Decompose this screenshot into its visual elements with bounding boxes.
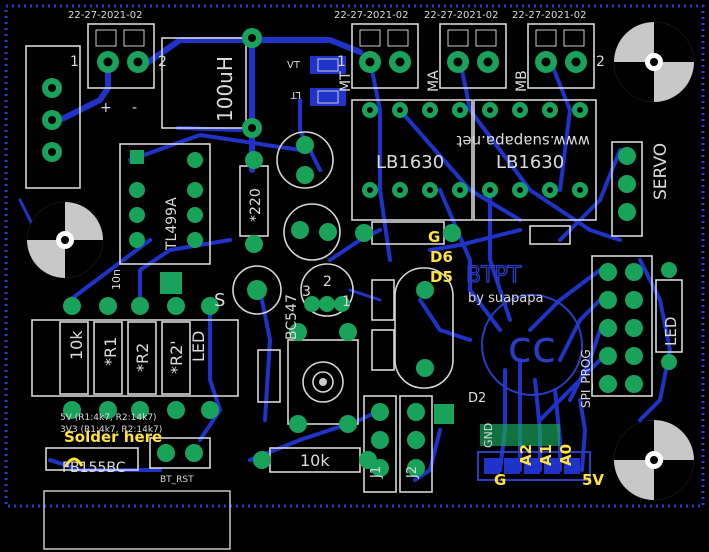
label-d2: D2 xyxy=(468,391,486,406)
board-outline xyxy=(4,4,705,508)
capacitor-electrolytic-1 xyxy=(276,131,334,189)
date-code-4: 22-27-2021-02 xyxy=(512,10,586,21)
header-servo xyxy=(611,141,643,237)
label-bt-rst: BT_RST xyxy=(160,475,194,485)
diode-vt xyxy=(310,56,346,74)
label-servo: SERVO xyxy=(651,143,671,200)
label-lt: LT xyxy=(290,89,301,100)
driver-lb1630-b xyxy=(473,99,597,221)
svg-text:cc: cc xyxy=(508,322,556,373)
solder-bridge xyxy=(45,447,139,471)
label-10k-bottom: 10k xyxy=(300,451,330,470)
label-j2: J2 xyxy=(405,466,420,479)
annot-a1: A1 xyxy=(537,444,555,466)
mounting-hole-top-right xyxy=(614,22,694,102)
bluetooth-module: cc xyxy=(481,294,583,396)
label-ferrite: FB155BC xyxy=(62,460,126,476)
diode-lt xyxy=(310,88,346,106)
resistor-10k-bottom xyxy=(253,447,377,473)
switch-s xyxy=(232,265,282,315)
terminal-power xyxy=(87,23,155,89)
header-j2 xyxy=(399,395,433,493)
label-res-r2b: *R2' xyxy=(167,340,186,374)
header-left-3pin xyxy=(25,45,81,189)
terminal-mb xyxy=(527,23,595,89)
header-j1 xyxy=(363,395,397,493)
annot-a0: A0 xyxy=(557,444,575,466)
board-author: by suapapa xyxy=(468,291,544,306)
label-cap-10n: 10n xyxy=(110,269,123,290)
label-tl499a: TL499A xyxy=(164,197,180,251)
pin-1-power: 1 xyxy=(70,54,79,70)
annot-d6: D6 xyxy=(430,248,453,266)
label-inductor: 100uH xyxy=(213,56,237,122)
mounting-hole-left xyxy=(27,202,103,278)
transistor-bc547 xyxy=(300,263,354,317)
label-j1: J1 xyxy=(369,466,384,479)
pin-plus: + xyxy=(100,100,112,116)
pin-2-power: 2 xyxy=(158,54,167,70)
annot-d5: D5 xyxy=(430,268,453,286)
label-vt: VT xyxy=(287,60,301,71)
resistor-220 xyxy=(239,151,269,253)
button-bt-rst xyxy=(149,437,211,469)
resistor-array-left xyxy=(31,297,239,419)
trimmer-pot xyxy=(287,323,359,433)
date-code-2: 22-27-2021-02 xyxy=(334,10,408,21)
terminal-mt xyxy=(351,23,419,89)
mounting-hole-bottom-right xyxy=(614,420,694,500)
pin-1-bc547: 1 xyxy=(342,294,351,310)
label-url: www.suapapa.net xyxy=(456,132,590,150)
pin-3-bc547: 3 xyxy=(302,284,311,300)
capacitor-smd-group xyxy=(160,225,571,446)
label-res-220: *220 xyxy=(248,188,264,222)
pin-minus: - xyxy=(132,100,137,116)
board-name: BTPT xyxy=(466,263,522,288)
ic-tl499a xyxy=(119,143,211,265)
label-bc547: BC547 xyxy=(284,294,300,340)
label-mt: MT xyxy=(338,71,354,92)
header-spi-prog xyxy=(591,255,653,397)
resistor-4k xyxy=(355,221,461,245)
label-res-10k-left: 10k xyxy=(67,330,86,360)
label-led-left: LED xyxy=(189,331,208,362)
terminal-ma xyxy=(439,23,507,89)
label-mb: MB xyxy=(514,70,530,92)
capacitor-electrolytic-2 xyxy=(283,203,341,261)
note-3v3: 3V3 (R1:4k7, R2:14k7) xyxy=(60,425,162,435)
note-5v: 5V (R1:4k7, R2:14k7) xyxy=(60,413,157,423)
board-edge-bottom xyxy=(43,490,231,550)
header-adc xyxy=(477,451,591,481)
crystal xyxy=(394,267,454,389)
inductor-100uh xyxy=(161,28,262,138)
annot-5v: 5V xyxy=(582,471,604,489)
driver-lb1630-a xyxy=(351,99,473,221)
label-lb1630-a: LB1630 xyxy=(376,152,444,173)
annot-a2: A2 xyxy=(517,444,535,466)
label-gnd: GND xyxy=(482,423,495,448)
label-s: S xyxy=(214,290,225,311)
date-code-3: 22-27-2021-02 xyxy=(424,10,498,21)
label-res-r2: *R2 xyxy=(133,343,152,372)
pin-2-bc547: 2 xyxy=(323,274,332,290)
led-right xyxy=(655,262,683,370)
annot-solder-here: Solder here xyxy=(64,428,162,446)
label-led-right: LED xyxy=(662,317,680,346)
pin-1-mt: 1 xyxy=(337,54,346,70)
label-ma: MA xyxy=(426,70,442,92)
label-lb1630-b: LB1630 xyxy=(496,152,564,173)
annot-g-top: G xyxy=(428,228,440,246)
label-spi-prog: SPI_PROG xyxy=(579,349,593,408)
pin-2-mb: 2 xyxy=(596,54,605,70)
annot-g-bottom: G xyxy=(494,471,506,489)
label-res-r1: *R1 xyxy=(101,337,120,366)
copper-traces xyxy=(18,35,672,482)
date-code-1: 22-27-2021-02 xyxy=(68,10,142,21)
